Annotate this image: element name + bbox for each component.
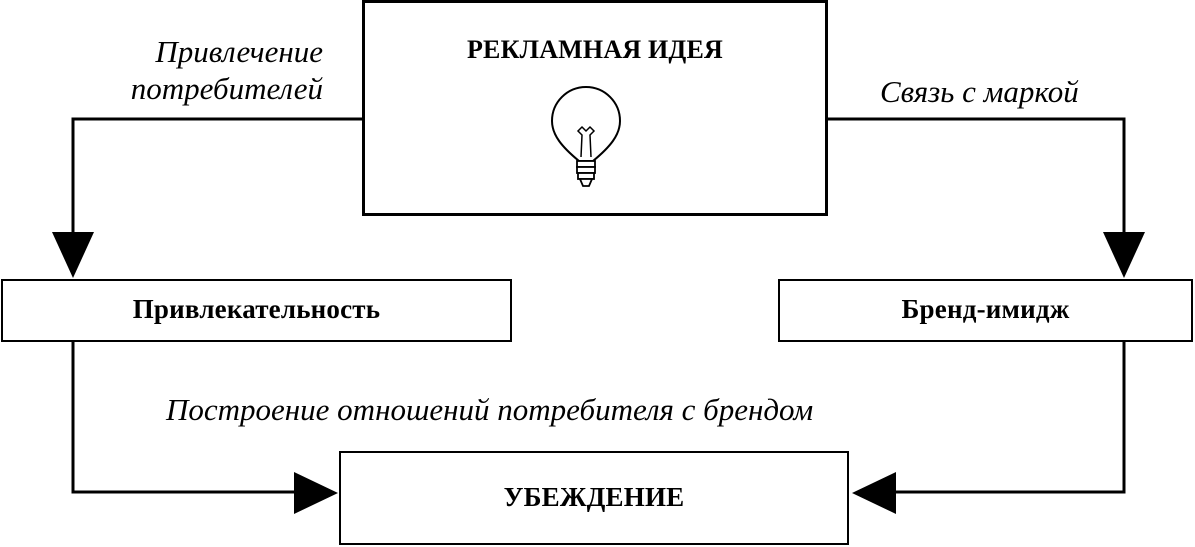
brand-image-title: Бренд-имидж — [901, 294, 1070, 324]
caption-left-line1: Привлечение — [155, 34, 323, 69]
arrowhead-left-persuasion — [852, 472, 896, 514]
attractiveness-title: Привлекательность — [132, 294, 381, 324]
attractiveness-box: Привлекательность — [1, 279, 512, 342]
connector-brand-image-to-persuasion — [890, 342, 1126, 494]
caption-attract-consumers: Привлечение потребителей — [131, 33, 323, 107]
arrowhead-down-attractiveness — [52, 232, 94, 278]
arrowhead-right-persuasion — [294, 472, 338, 514]
caption-left-line2: потребителей — [130, 71, 323, 106]
connector-attractiveness-to-persuasion — [71, 342, 300, 494]
idea-box: РЕКЛАМНАЯ ИДЕЯ — [362, 0, 828, 216]
persuasion-title: УБЕЖДЕНИЕ — [503, 482, 685, 512]
caption-relationship-building: Построение отношений потребителя с бренд… — [166, 392, 814, 427]
connector-idea-to-attractiveness — [71, 117, 362, 238]
caption-brand-link: Связь с маркой — [880, 74, 1079, 109]
idea-title: РЕКЛАМНАЯ ИДЕЯ — [466, 35, 724, 64]
brand-image-box: Бренд-имидж — [778, 279, 1193, 342]
arrowhead-down-brand-image — [1103, 232, 1145, 278]
lightbulb-icon — [550, 86, 622, 187]
connector-idea-to-brand-image — [828, 117, 1126, 238]
persuasion-box: УБЕЖДЕНИЕ — [339, 451, 849, 545]
